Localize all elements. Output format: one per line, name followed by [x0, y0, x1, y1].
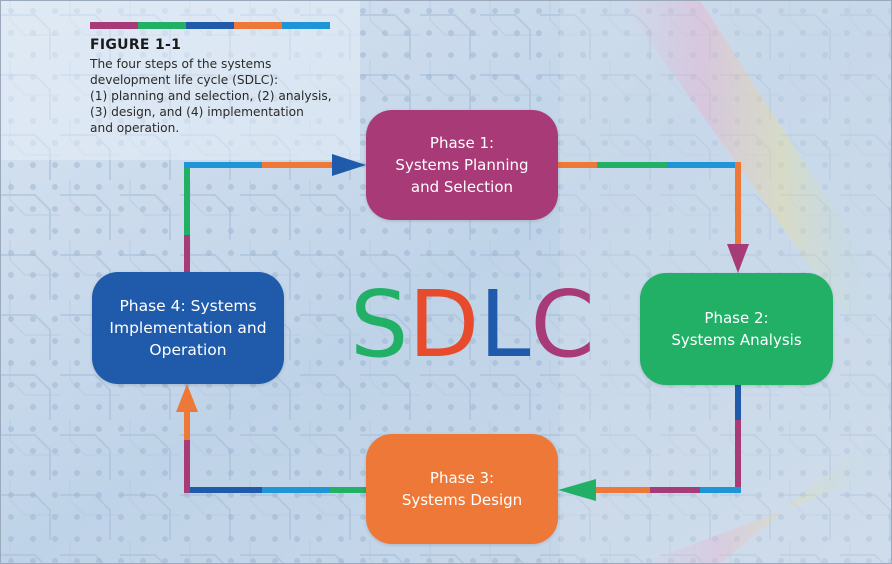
phase-3-box: Phase 3: Systems Design: [366, 434, 558, 544]
caption-color-bar: [90, 22, 330, 29]
sdlc-letter-d: D: [408, 271, 480, 378]
phase-1-label: Phase 1: Systems Planning and Selection: [395, 134, 529, 196]
figure-caption: FIGURE 1-1 The four steps of the systems…: [90, 22, 360, 136]
caption-bar-purple: [90, 22, 138, 29]
phase-2-box: Phase 2: Systems Analysis: [640, 273, 833, 385]
sdlc-letter-c: C: [530, 271, 595, 378]
caption-bar-cyan: [282, 22, 330, 29]
phase-2-label: Phase 2: Systems Analysis: [671, 309, 802, 349]
sdlc-title: S D L C: [350, 271, 595, 378]
phase-1-box: Phase 1: Systems Planning and Selection: [366, 110, 558, 220]
sdlc-letter-s: S: [350, 271, 409, 378]
phase-3-label: Phase 3: Systems Design: [401, 469, 523, 509]
arrowhead-right-icon: [332, 154, 366, 176]
arrowhead-up-icon: [176, 384, 198, 412]
arrowhead-down-icon: [727, 244, 749, 273]
caption-bar-green: [138, 22, 186, 29]
figure-label: FIGURE 1-1: [90, 37, 182, 53]
arrowhead-left-icon: [558, 479, 596, 501]
caption-bar-orange: [234, 22, 282, 29]
phase-4-box: Phase 4: Systems Implementation and Oper…: [92, 272, 284, 384]
sdlc-letter-l: L: [479, 271, 531, 378]
phase-4-label: Phase 4: Systems Implementation and Oper…: [109, 297, 267, 359]
caption-bar-blue: [186, 22, 234, 29]
figure-description: The four steps of the systems developmen…: [90, 57, 332, 135]
